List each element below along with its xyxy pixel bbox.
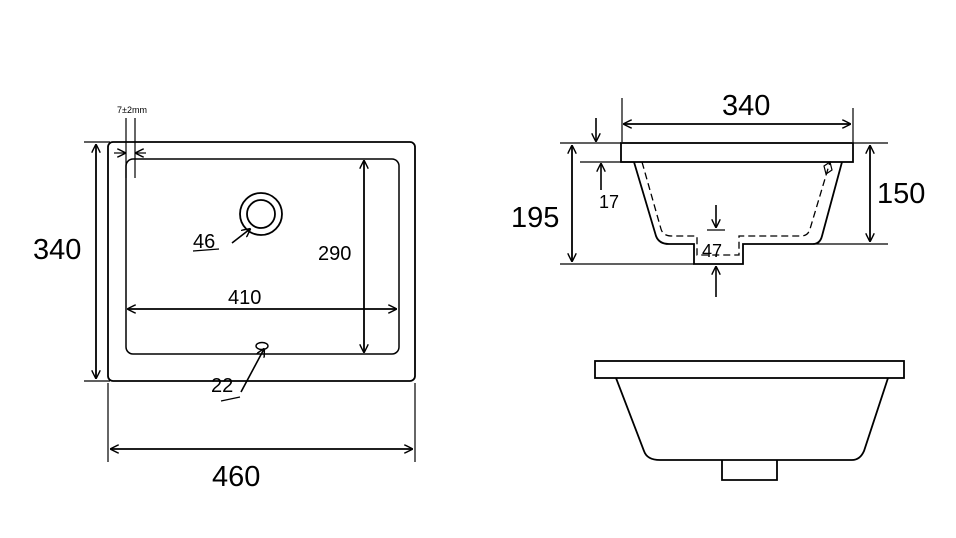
label-overall-width: 460	[212, 461, 260, 493]
label-drain-depth: 47	[702, 241, 722, 261]
drain-outer	[239, 192, 283, 236]
elevation-rim	[594, 360, 905, 379]
section-rim	[620, 142, 854, 163]
label-total-height: 195	[511, 202, 559, 234]
elevation-bowl	[615, 377, 889, 461]
label-overall-depth: 340	[33, 234, 81, 266]
label-rim-thickness: 17	[599, 192, 619, 212]
label-bowl-width: 410	[228, 287, 261, 309]
drain-inner	[246, 199, 276, 229]
label-section-width: 340	[722, 90, 770, 122]
elevation-drain	[721, 460, 778, 481]
basin-outline	[107, 141, 416, 382]
top-view	[84, 118, 416, 462]
bowl-outline	[125, 158, 400, 355]
leader-22	[240, 349, 264, 393]
label-bowl-height: 150	[877, 178, 925, 210]
label-rim-offset: 7±2mm	[117, 105, 147, 115]
leader-46	[231, 229, 250, 244]
section-bowl	[633, 161, 843, 265]
overflow-hole	[255, 341, 269, 351]
label-drain-diameter: 46	[193, 231, 215, 253]
section-inner-dashed	[641, 161, 831, 256]
section-view	[560, 98, 888, 297]
label-overflow: 22	[211, 375, 233, 397]
elevation-view	[594, 360, 905, 481]
label-bowl-depth: 290	[318, 243, 351, 265]
